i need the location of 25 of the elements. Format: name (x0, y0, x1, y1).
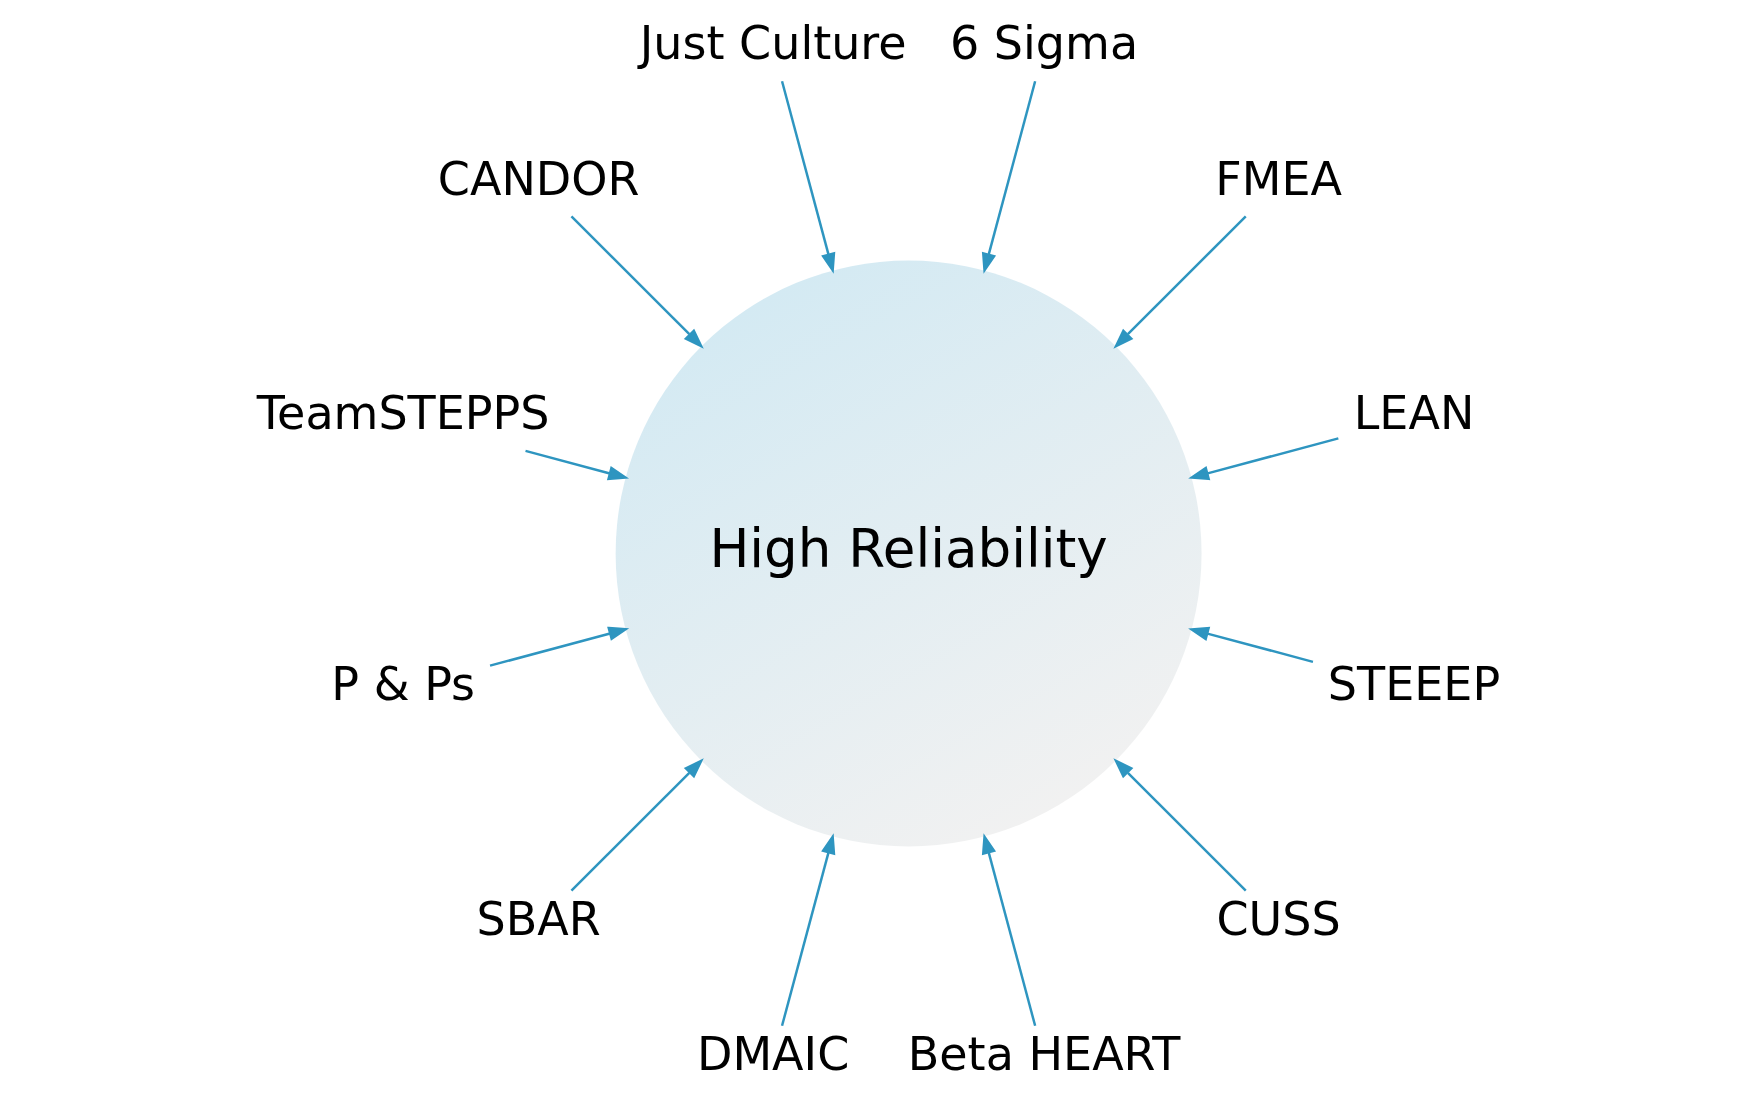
arrow (489, 626, 630, 667)
node-text: TeamSTEPPS (256, 386, 550, 441)
arrow (570, 215, 704, 349)
arrow (780, 833, 836, 1027)
node-text: STEEEP (1327, 657, 1501, 712)
node-text: LEAN (1353, 386, 1475, 441)
node-text: CANDOR (437, 151, 640, 206)
node-text: DMAIC (696, 1027, 850, 1082)
arrow (981, 833, 1037, 1027)
node-circle: High Reliability (615, 260, 1202, 847)
node-text: CUSS (1216, 891, 1341, 946)
node-text: Just Culture (639, 16, 907, 71)
node-text: SBAR (476, 891, 601, 946)
arrow (525, 449, 630, 481)
arrow (981, 80, 1037, 274)
arrow (1188, 437, 1339, 481)
arrow (1188, 626, 1314, 664)
arrow (570, 758, 704, 892)
node-text: Beta HEART (907, 1027, 1181, 1082)
arrow (1113, 215, 1247, 349)
node-text: FMEA (1215, 151, 1342, 206)
arrow (780, 80, 836, 274)
node-text: P & Ps (331, 657, 476, 712)
node-text: 6 Sigma (949, 16, 1139, 71)
arrow (1113, 758, 1247, 892)
